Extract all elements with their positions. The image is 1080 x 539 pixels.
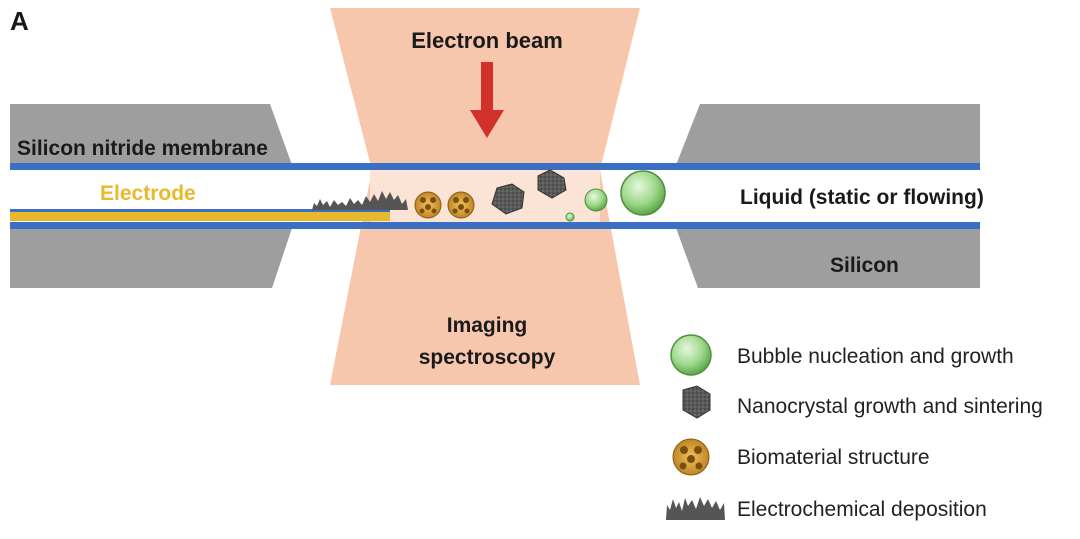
- membrane-line-top: [10, 163, 980, 170]
- biomaterial-icon: [672, 438, 710, 476]
- bubble-small: [565, 212, 575, 222]
- biomaterial-particle-1: [414, 191, 442, 219]
- biomaterial-particle-2: [447, 191, 475, 219]
- imaging-label-line2: spectroscopy: [419, 346, 556, 369]
- electrode-backing: [10, 209, 390, 212]
- deposition-icon: [666, 497, 725, 520]
- panel-label: A: [10, 6, 29, 36]
- legend-label-bubble: Bubble nucleation and growth: [737, 345, 1014, 368]
- legend: Bubble nucleation and growth Nanocrystal…: [666, 334, 1043, 521]
- membrane-line-bottom: [10, 222, 980, 229]
- electrode-strip: [10, 211, 390, 221]
- electrode-label: Electrode: [100, 182, 196, 205]
- liquid-label: Liquid (static or flowing): [740, 186, 984, 209]
- silicon-block-left-bottom: [10, 228, 292, 288]
- electrochemical-deposition: [312, 191, 408, 210]
- legend-label-deposition: Electrochemical deposition: [737, 498, 987, 521]
- silicon-block-right-bottom: [676, 228, 980, 288]
- liquid-channel: [370, 170, 600, 224]
- legend-label-nanocrystal: Nanocrystal growth and sintering: [737, 395, 1043, 418]
- imaging-label-line1: Imaging: [447, 314, 528, 337]
- nanocrystal-2: [537, 169, 567, 199]
- electron-beam-arrow: [470, 62, 504, 138]
- bubble-medium: [584, 188, 608, 212]
- silicon-label: Silicon: [830, 254, 899, 277]
- silicon-block-left-top: [10, 104, 292, 165]
- bubble-large: [620, 170, 666, 216]
- silicon-block-right-top: [676, 104, 980, 165]
- nanocrystal-icon: [682, 385, 711, 419]
- nanocrystal-1: [491, 183, 525, 215]
- legend-label-biomaterial: Biomaterial structure: [737, 446, 930, 469]
- silicon-nitride-membrane-label: Silicon nitride membrane: [17, 137, 268, 160]
- bubble-icon: [670, 334, 712, 376]
- electron-beam-label: Electron beam: [411, 28, 563, 53]
